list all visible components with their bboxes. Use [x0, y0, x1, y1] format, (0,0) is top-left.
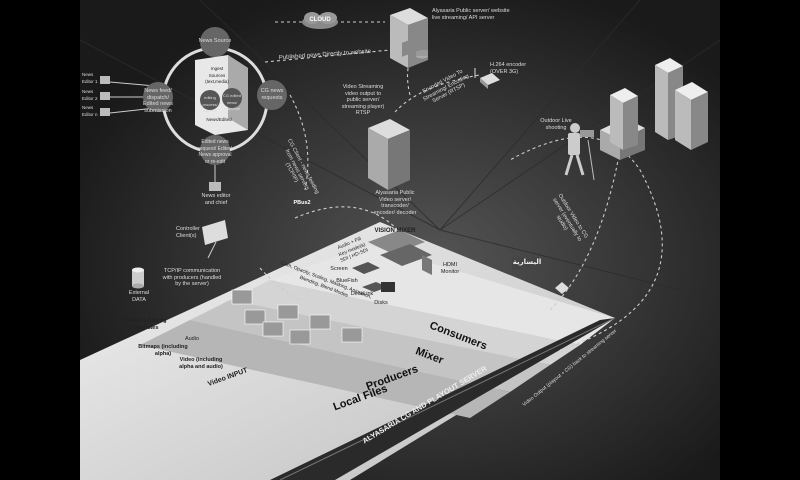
screen-label: Screen [330, 266, 348, 272]
h264-label: H.264 encoder (OVER 3G) [490, 62, 527, 75]
audio-label: Audio [184, 336, 200, 342]
editor-monitor-1 [100, 76, 110, 84]
video-streaming-label: Video Streaming video output to public s… [341, 84, 385, 116]
city-buildings [600, 58, 708, 160]
controller-label: Controller Client(s) [176, 226, 200, 239]
cg-news-label: CG news requests [260, 88, 284, 101]
center-right-label: CG edited news/ response [222, 93, 241, 111]
diagram-graphics [80, 0, 720, 480]
logo-icon [512, 258, 569, 294]
cg-client-connector [289, 94, 309, 191]
edited-news-label: Edited news request/ Edited News approva… [198, 139, 232, 165]
news-editor-2-label: News Editor 2 [82, 89, 98, 101]
external-data-icon [132, 267, 144, 289]
disks-label: Disks [374, 300, 388, 306]
camera-operator-icon [564, 123, 595, 181]
h264-encoder-icon [474, 68, 500, 89]
encoded-video-connector [394, 74, 481, 113]
source-thumbnails [231, 289, 363, 345]
editor-monitor-3 [100, 108, 110, 116]
editor-monitor-2 [100, 92, 110, 100]
cloud-label: CLOUD [309, 17, 331, 23]
external-data-label: External DATA [128, 290, 150, 303]
center-bottom-label: News/Edited [206, 117, 232, 122]
pbus-connector [294, 206, 401, 233]
news-feed-label: News feed/ dispatch/ Edited news submiss… [143, 88, 173, 114]
news-ring [143, 27, 287, 165]
public-server-label: Alyasaria Public server/ website live st… [432, 8, 510, 21]
layer-mixer-band [230, 280, 580, 365]
platform-edge [270, 318, 615, 480]
news-editor-chief-label: News editor and chief [201, 193, 231, 206]
cloud-icon [302, 12, 338, 29]
bitmaps-label: Bitmaps (including alpha) [138, 344, 188, 357]
outdoor-live-label: Outdoor Live shooting [540, 118, 572, 131]
news-editor-1-label: News Editor 1 [82, 72, 98, 84]
edited-news-node [200, 135, 230, 165]
video-server-label: Alyasaria Public Video server/ transcode… [373, 190, 417, 216]
outdoor-video-connector [549, 149, 621, 311]
vision-mixer-label: VISION MIXER [374, 228, 416, 234]
published-news-connector [264, 49, 391, 63]
video-sources-label: Video (including alpha and audio) [179, 357, 223, 370]
html-templates-label: HTML/FLASH cg Templates [123, 318, 167, 331]
tcpip-label: TCP/IP communication with producers (han… [162, 268, 222, 287]
hdmi-monitor-label: HDMI Monitor [440, 262, 460, 275]
news-source-label: News Source [198, 38, 232, 44]
bluefish-label: BlueFish [336, 278, 358, 284]
news-editor-n-label: News Editor n [82, 105, 98, 117]
mixer-devices [352, 230, 432, 292]
decklink-label: DeckLink [350, 291, 374, 297]
center-left-label: editing process/ transfer [202, 95, 218, 113]
layer-localfiles-band [140, 320, 510, 418]
controller-monitor-icon [202, 220, 228, 259]
cg-news-node [257, 80, 287, 110]
video-server-icon [368, 34, 424, 190]
editor-chief-monitor [209, 182, 221, 191]
news-source-node [200, 27, 230, 57]
center-top-label: Ingest Sources (text,media) [205, 66, 229, 84]
pbus-label: PBus2 [293, 200, 311, 206]
news-feed-node [143, 82, 173, 112]
logo-label: اليسارية [512, 258, 542, 266]
diagram-canvas: CLOUD Alyasaria Public server/ website l… [80, 0, 720, 480]
